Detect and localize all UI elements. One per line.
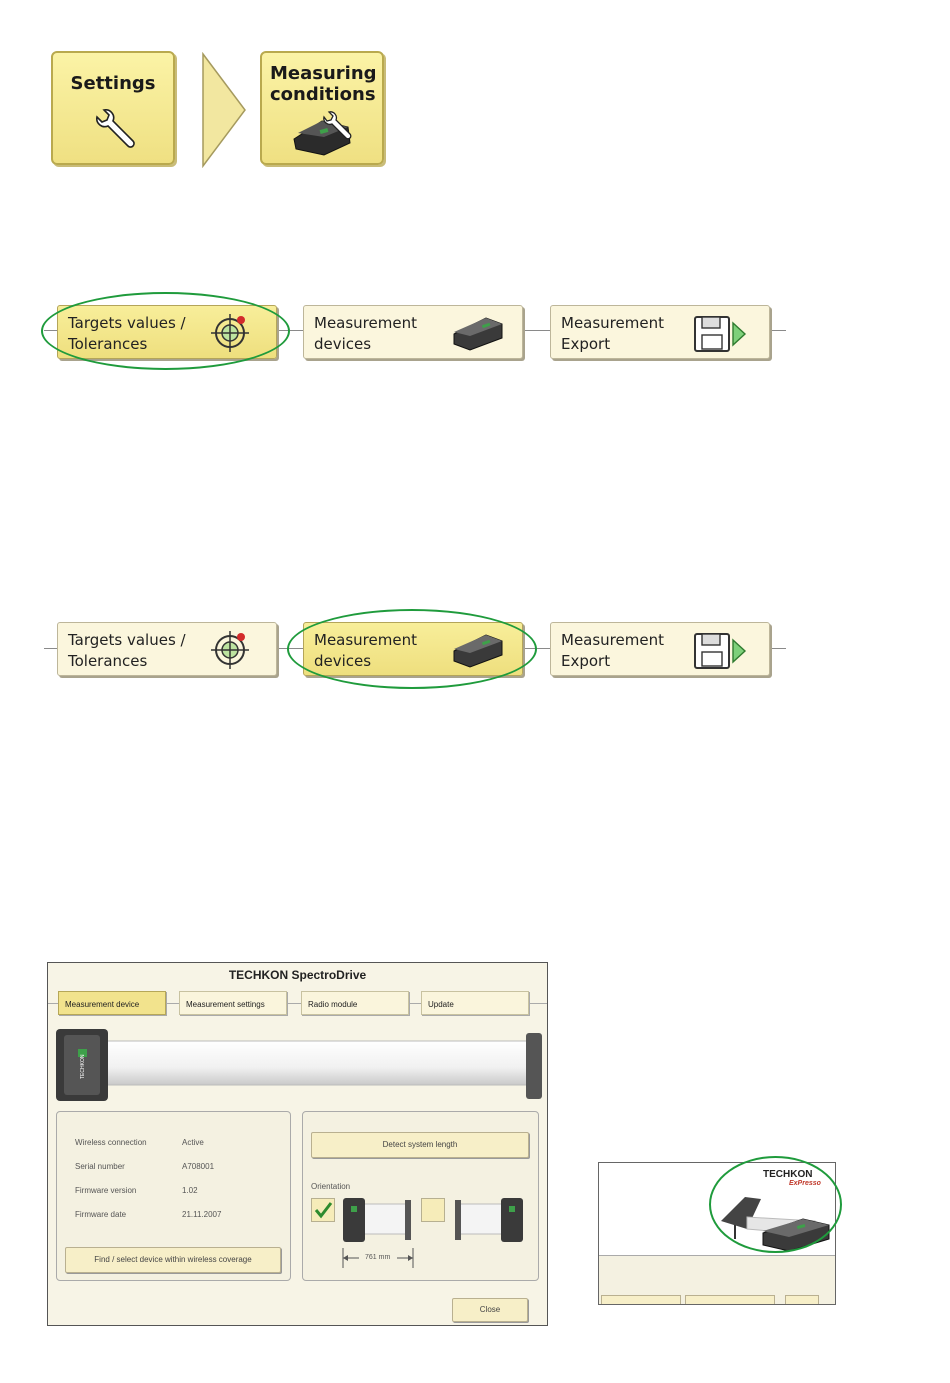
measuring-conditions-label: Measuring conditions — [270, 63, 377, 105]
system-panel: Detect system length Orientation — [302, 1111, 539, 1281]
floppy-export-icon — [694, 316, 747, 352]
orientation-left-image — [343, 1198, 411, 1242]
orientation-label: Orientation — [311, 1182, 351, 1191]
crop-divider — [599, 1255, 835, 1256]
device-icon — [453, 317, 503, 351]
serial-value: A708001 — [182, 1162, 215, 1171]
tab-update[interactable]: Update — [421, 991, 529, 1015]
device-rail-image: TECHKON — [56, 1029, 542, 1101]
crop-button[interactable] — [785, 1295, 819, 1304]
detect-system-length-button[interactable]: Detect system length — [311, 1132, 529, 1158]
crumb-targets-tolerances[interactable]: Targets values / Tolerances — [57, 622, 277, 676]
serial-label: Serial number — [75, 1162, 125, 1171]
crop-button[interactable] — [601, 1295, 681, 1304]
firmware-version-label: Firmware version — [75, 1186, 137, 1195]
orientation-right-checkbox[interactable] — [421, 1198, 445, 1222]
wireless-label: Wireless connection — [75, 1138, 147, 1147]
device-brand-text: TECHKON — [80, 1054, 86, 1079]
firmware-date-value: 21.11.2007 — [182, 1210, 222, 1219]
settings-label: Settings — [70, 73, 156, 94]
length-value: 761 mm — [365, 1254, 391, 1261]
highlight-ring — [287, 609, 537, 689]
crumb-measurement-export[interactable]: Measurement Export — [550, 305, 770, 359]
tab-line — [48, 1003, 547, 1004]
measuring-conditions-tile[interactable]: Measuring conditions — [260, 51, 384, 165]
orientation-right-image — [455, 1198, 523, 1242]
wireless-value: Active — [182, 1138, 204, 1147]
chevron-right-icon — [202, 52, 246, 168]
tab-radio-module[interactable]: Radio module — [301, 991, 409, 1015]
firmware-date-label: Firmware date — [75, 1210, 127, 1219]
highlight-ring — [709, 1156, 842, 1253]
settings-tile[interactable]: Settings — [51, 51, 175, 165]
find-device-button[interactable]: Find / select device within wireless cov… — [65, 1247, 281, 1273]
length-dimension — [342, 1248, 414, 1268]
device-wrench-icon — [293, 111, 352, 156]
dialog-title: TECHKON SpectroDrive — [228, 968, 367, 982]
crumb-measurement-devices[interactable]: Measurement devices — [303, 305, 523, 359]
orientation-left-checkbox[interactable] — [311, 1198, 335, 1222]
floppy-export-icon — [694, 633, 747, 669]
crumb-label: Measurement Export — [561, 631, 664, 670]
close-button[interactable]: Close — [452, 1298, 528, 1322]
spectrodrive-dialog: TECHKON SpectroDrive Measurement device … — [47, 962, 548, 1326]
tab-measurement-device[interactable]: Measurement device — [58, 991, 166, 1015]
highlight-ring — [41, 292, 290, 370]
device-info-panel: Wireless connection Active Serial number… — [56, 1111, 291, 1281]
crumb-label: Measurement devices — [314, 314, 417, 353]
target-icon — [211, 631, 249, 669]
firmware-version-value: 1.02 — [182, 1186, 198, 1195]
crumb-label: Measurement Export — [561, 314, 664, 353]
crumb-label: Targets values / Tolerances — [68, 631, 186, 670]
crumb-measurement-export[interactable]: Measurement Export — [550, 622, 770, 676]
checkmark-icon — [314, 1202, 333, 1219]
wrench-icon — [96, 109, 135, 148]
crop-button[interactable] — [685, 1295, 775, 1304]
tab-measurement-settings[interactable]: Measurement settings — [179, 991, 287, 1015]
